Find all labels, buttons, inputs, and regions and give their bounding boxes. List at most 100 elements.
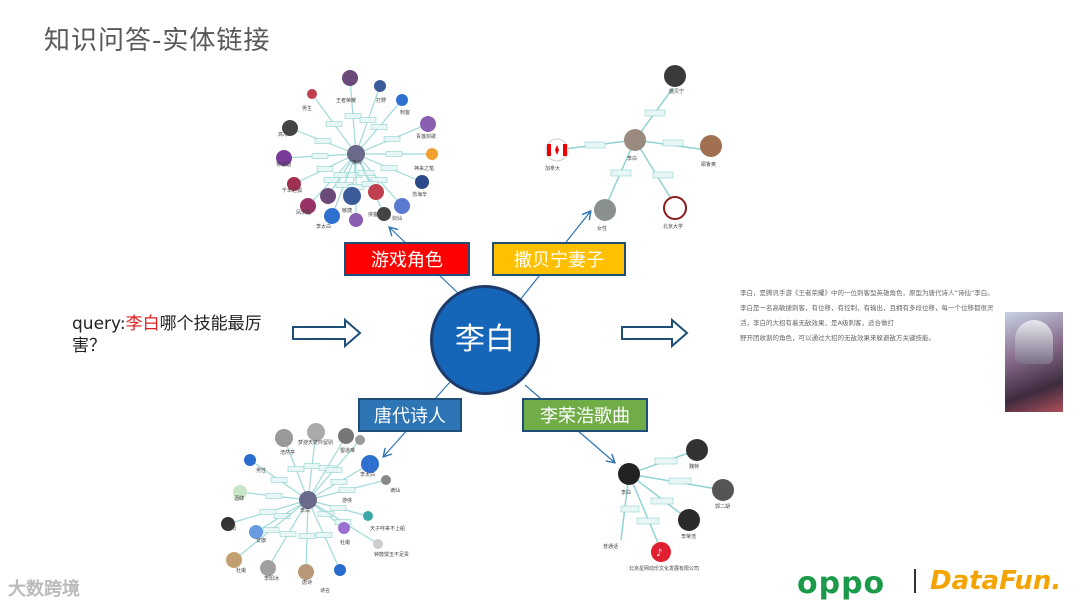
game-label-n11: 凤求凰 [296,209,311,216]
game-label-n9: 千年之狐 [282,187,302,194]
poet-label-n14: 谪仙 [390,487,400,494]
wife-label-right: 耶鲁奥 [701,161,716,168]
game-label-center: 李白 [352,159,362,166]
query-prefix: query: [72,314,126,334]
game-node [415,175,429,189]
game-label-n12: 敏捷 [342,207,352,214]
poet-edge-label [287,466,305,472]
wife-label-bottom-right: 北京大学 [663,223,683,230]
song-top-avatar [686,439,708,461]
entity-description: 李白，是腾讯手游《王者荣耀》中的一位刺客型英雄角色，原型为唐代诗人“诗仙”李白。… [740,286,995,346]
poet-node [233,485,247,499]
game-label-n4: 刺客 [400,109,410,116]
poet-label-n15: 天子呼来不上船 [370,525,405,532]
poet-edge-label [338,487,356,493]
game-graph: 王者荣耀 打野 男生 刺客 高冷 青莲剑歌 将进酒 李白 神来之笔 千年之狐 范… [276,70,438,230]
datafun-logo: DataFun. [930,566,1062,596]
arrow-right-hollow [621,317,689,349]
poet-edge-label [317,511,335,517]
description-line-1: 李白，是腾讯手游《王者荣耀》中的一位刺客型英雄角色，原型为唐代诗人“诗仙”李白。 [740,289,994,297]
poet-node [363,511,373,521]
game-node [342,70,358,86]
song-label-center: 李白 [621,489,631,496]
game-label-n13: 侠客 [368,211,378,218]
game-label-n3: 打野 [376,97,386,104]
logo-divider [914,569,916,593]
description-line-2: 李白是一名高敏捷刺客，有位移，有控制，有输出，且拥有多段位移，每一个位移都很灵活… [740,304,994,327]
game-node [396,94,408,106]
song-label-right: 郭二胡 [715,503,730,510]
song-right-avatar [712,479,734,501]
poet-edge-label [330,479,348,485]
poet-node [381,475,391,485]
poet-label-n13: 杜甫 [340,539,350,546]
poet-label-center: 李白 [300,507,310,514]
music-note-icon: ♪ [656,548,662,559]
poet-node [338,522,350,534]
song-center-avatar [618,463,640,485]
poet-node [275,429,293,447]
wife-bottom-left-avatar [594,199,616,221]
poet-node [355,435,365,445]
game-node [394,198,410,214]
music-logo-icon [651,542,671,562]
peking-university-icon [663,196,687,220]
poet-label-n8: 安旗 [256,537,266,544]
arrow-left-hollow [292,317,362,349]
game-label-n15: 李太白 [316,223,331,230]
game-edge-label [344,113,362,119]
wife-top-avatar [664,65,686,87]
tag-tang-poet: 唐代诗人 [358,398,462,432]
game-node [324,208,340,224]
query-suffix: 哪个技能最厉害？ [72,314,262,356]
tag-sabeining-wife: 撒贝宁妻子 [492,242,626,276]
game-edge-label [361,181,379,187]
poet-node [221,517,235,531]
poet-node [361,455,379,473]
song-label-company: 北京星网动乐文化发展有限公司 [629,565,699,572]
game-node [320,188,336,204]
game-edge-label [383,136,401,142]
description-line-3: 野开团收割的角色，可以通过大招的无敌效果来躲避敌方关键技能。 [740,334,935,342]
game-node [368,184,384,200]
game-edge-label [323,177,341,183]
game-edge-label [314,138,332,144]
game-node [287,177,301,191]
wife-right-avatar [700,135,722,157]
game-node [276,150,292,166]
game-node [349,213,363,227]
game-label-n6: 青莲剑歌 [416,133,436,140]
wife-center-avatar [624,129,646,151]
wife-label-center: 李白 [627,155,637,162]
game-node [426,148,438,160]
game-edge-label [380,165,398,171]
poet-node [373,539,383,549]
game-edge-label [325,121,343,127]
poet-node [334,564,346,576]
game-node [300,198,316,214]
poet-label-n10: 李阳冰 [264,575,279,582]
game-edge-label [385,151,403,157]
oppo-logo: oppo [797,566,886,601]
song-bottom-avatar [678,509,700,531]
query-text: query:李白哪个技能最厉害？ [72,313,262,357]
wife-label-bottom-left: 女性 [597,225,607,232]
poet-edge-label [265,493,283,499]
game-label-n2: 王者荣耀 [336,97,356,104]
poet-label-n6: 李太白 [360,471,375,478]
song-label-left: 普通话 [603,543,618,550]
poet-node [260,560,276,576]
game-label-n7: 将进酒 [276,161,291,168]
game-edge-label [359,117,377,123]
poet-label-n3: 梦游天姥吟留别 [298,439,333,446]
game-node [343,187,361,205]
poet-edge-label [279,531,297,537]
game-node [374,80,386,92]
poet-label-n9: 杜甫 [236,567,246,574]
poet-label-n11: 唐诗 [302,579,312,586]
poet-node [298,564,314,580]
game-node [307,89,317,99]
query-entity: 李白 [125,314,160,334]
wife-label-top: 撒贝宁 [669,88,684,95]
poet-label-n2: 浩然亭 [280,449,295,456]
